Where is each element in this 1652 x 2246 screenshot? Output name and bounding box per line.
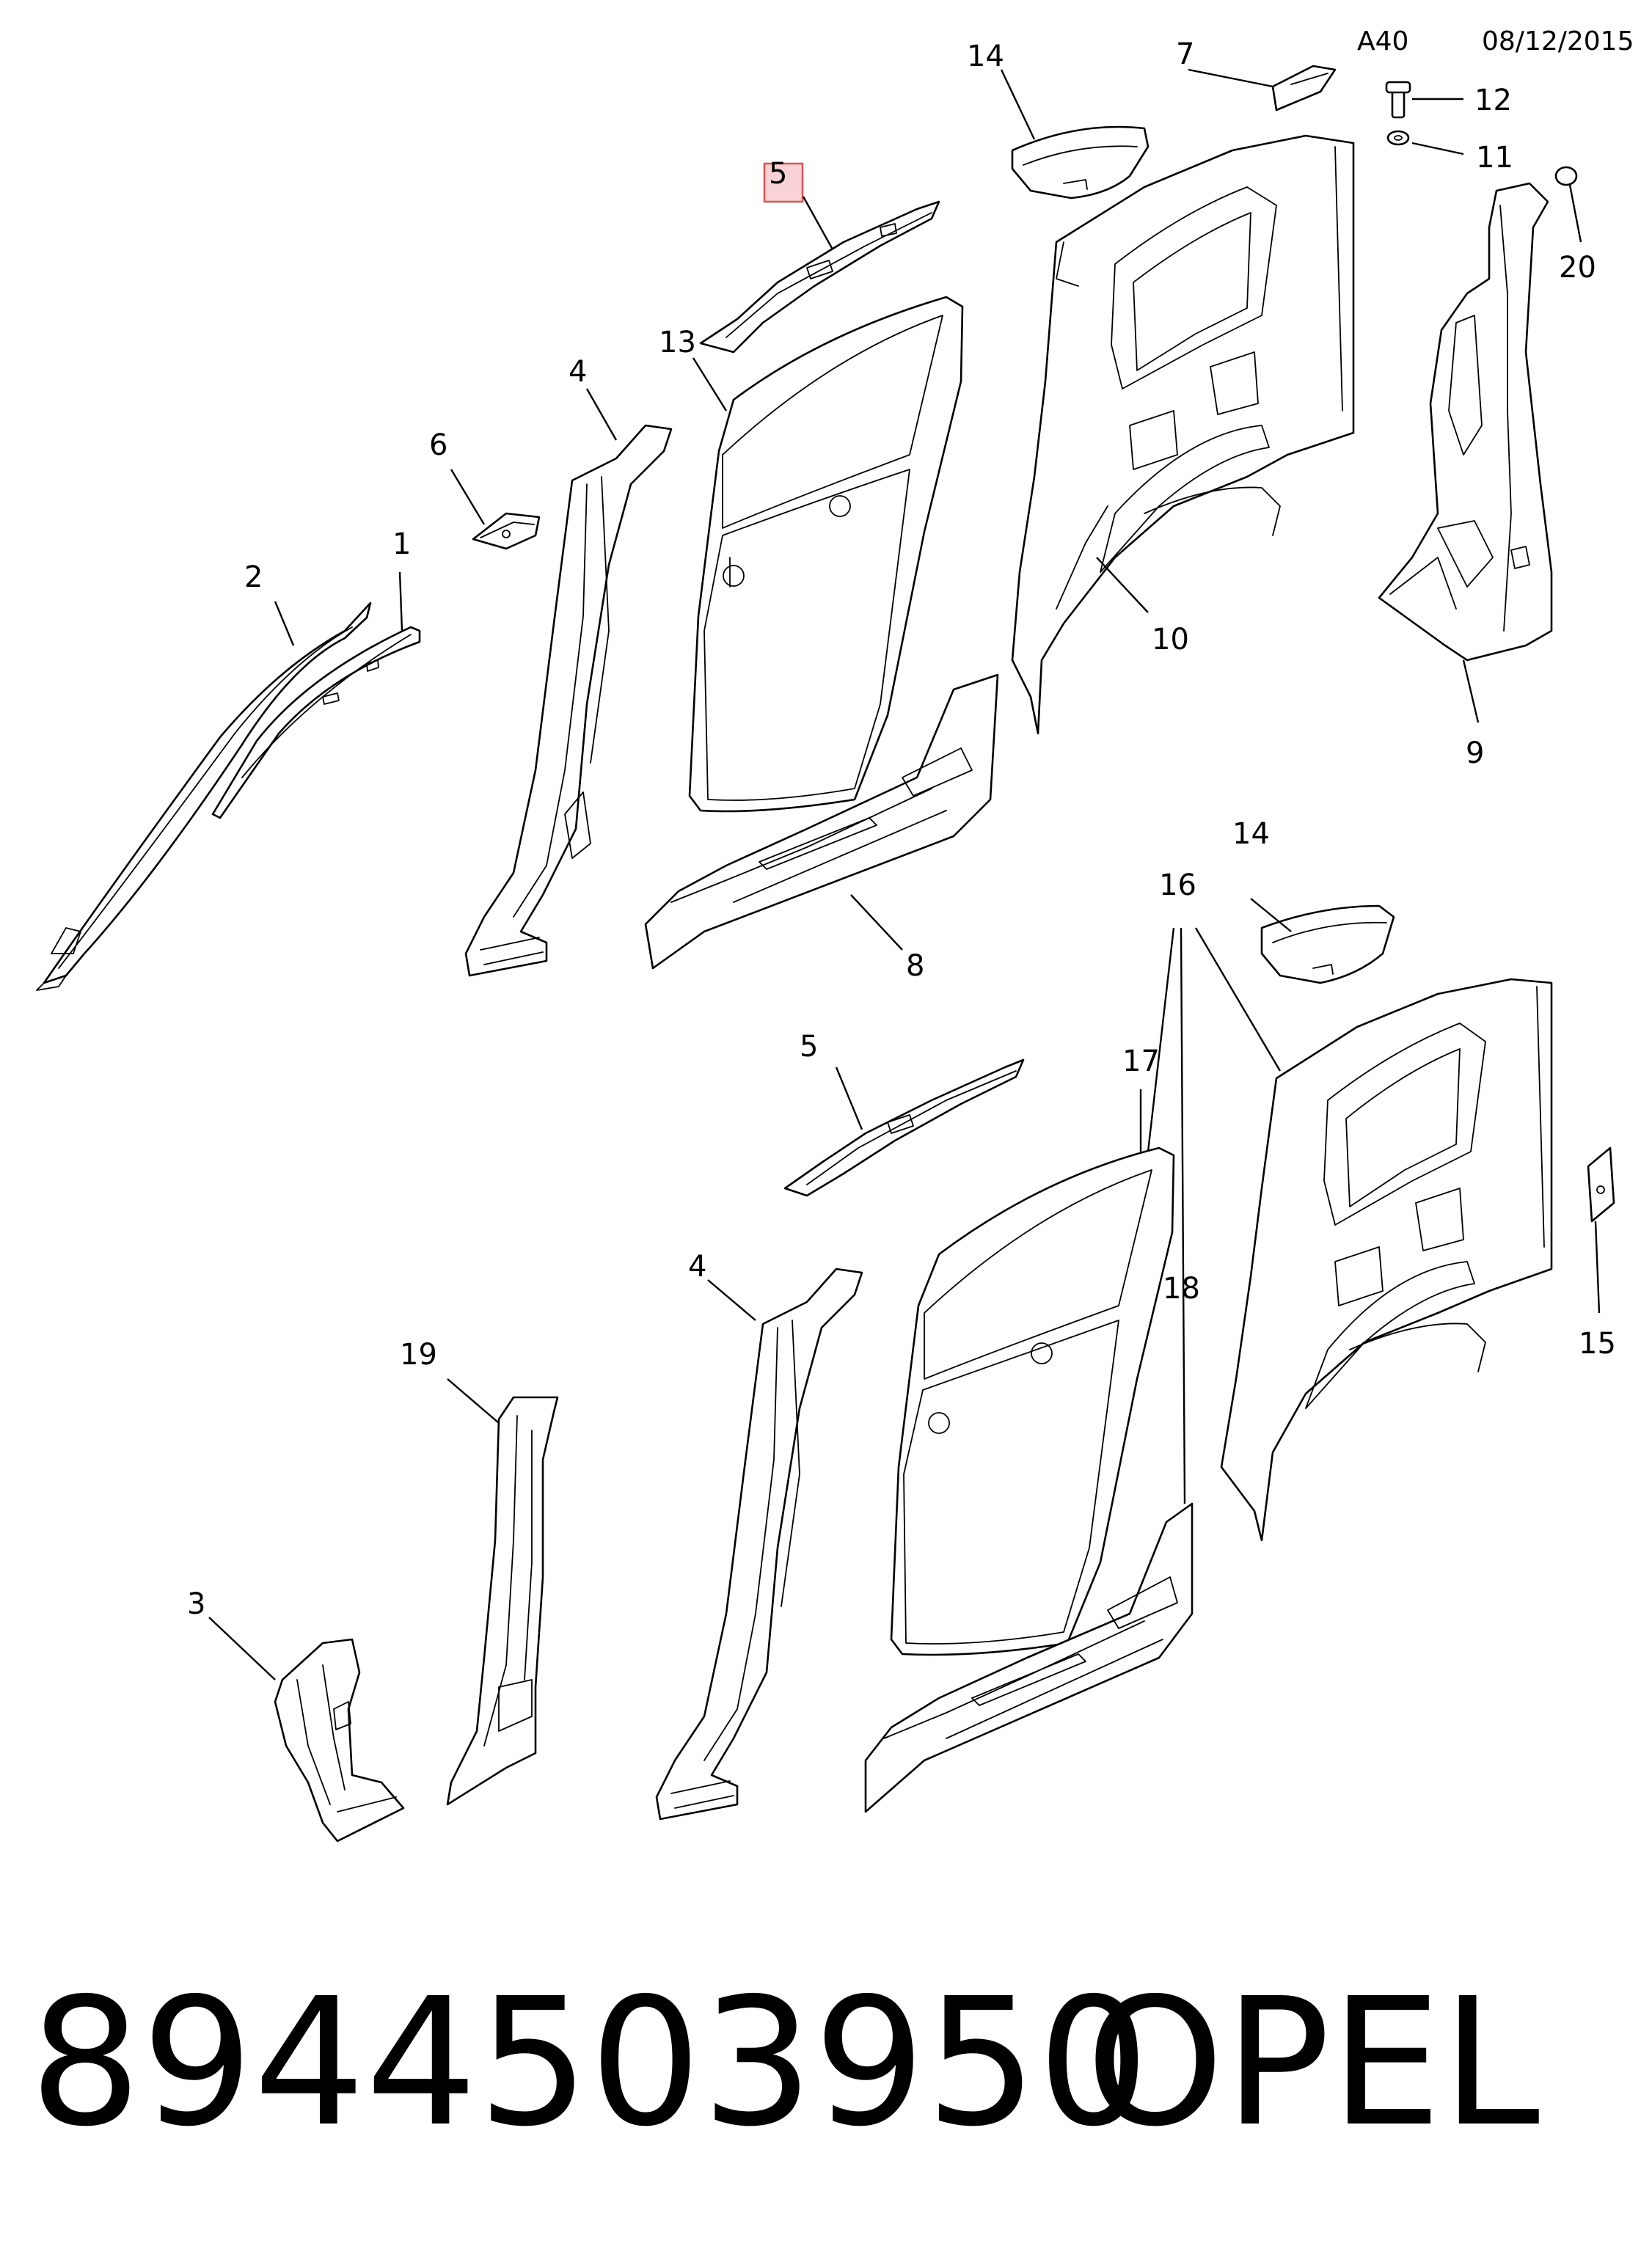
diagram-date: 08/12/2015 — [1482, 26, 1634, 56]
part-18-rocker-panel-lower[interactable] — [864, 1502, 1194, 1813]
part-4-b-pillar-upper[interactable] — [464, 424, 673, 977]
callout-5-bottom: 5 — [800, 1030, 818, 1064]
callout-7: 7 — [1176, 37, 1194, 71]
callout-4-bottom: 4 — [688, 1250, 706, 1284]
part-5-highlight-box — [763, 162, 804, 203]
callout-3: 3 — [187, 1587, 205, 1621]
part-6-bracket[interactable] — [472, 512, 541, 550]
part-5-roof-bow-lower[interactable] — [783, 1058, 1025, 1197]
callout-15: 15 — [1579, 1327, 1616, 1361]
part-9-d-pillar-inner[interactable] — [1378, 182, 1553, 662]
part-12-bolt[interactable] — [1385, 81, 1411, 119]
part-7-bracket[interactable] — [1271, 65, 1337, 111]
part-20-clip[interactable] — [1554, 166, 1578, 186]
callout-4-top: 4 — [569, 355, 587, 389]
part-11-washer[interactable] — [1386, 130, 1410, 146]
part-number: 8944503950 — [29, 1960, 1150, 2165]
callout-14-top: 14 — [967, 40, 1004, 73]
part-19-c-pillar[interactable] — [446, 1396, 559, 1806]
callout-1: 1 — [392, 527, 411, 561]
part-10-side-panel-upper[interactable] — [1011, 134, 1355, 735]
callout-8: 8 — [906, 949, 924, 983]
callout-11: 11 — [1476, 141, 1513, 175]
callout-17: 17 — [1122, 1045, 1160, 1078]
callout-9: 9 — [1466, 736, 1484, 770]
callout-16: 16 — [1159, 868, 1196, 902]
callout-18: 18 — [1163, 1272, 1200, 1306]
part-13-door-frame-upper[interactable] — [688, 296, 964, 813]
part-3-a-pillar-lower[interactable] — [274, 1638, 405, 1843]
part-17-door-frame-lower[interactable] — [890, 1146, 1175, 1656]
part-16-side-panel-lower[interactable] — [1220, 978, 1553, 1542]
callout-14-bottom: 14 — [1232, 817, 1270, 851]
callout-13: 13 — [659, 326, 696, 359]
part-1-roof-rail-inner[interactable] — [211, 626, 421, 819]
callout-19: 19 — [400, 1338, 437, 1372]
part-5-roof-bow-upper[interactable] — [699, 200, 940, 354]
callout-20: 20 — [1559, 251, 1596, 285]
part-14-wheelhouse-upper[interactable] — [1011, 125, 1150, 200]
diagram-code: A40 — [1357, 26, 1408, 56]
callout-2: 2 — [244, 560, 263, 594]
callout-10: 10 — [1152, 623, 1189, 656]
part-2-roof-rail[interactable] — [36, 601, 372, 991]
brand-name: OPEL — [1086, 1960, 1540, 2165]
callout-labels: 5 13 14 7 12 11 20 9 10 8 4 6 1 2 14 16 … — [187, 37, 1616, 1621]
callout-6: 6 — [429, 428, 447, 462]
part-15-plate[interactable] — [1587, 1146, 1615, 1223]
part-8-rocker-panel-upper[interactable] — [644, 673, 999, 970]
leader-lines — [208, 68, 1601, 1680]
part-4-b-pillar-lower[interactable] — [655, 1268, 863, 1821]
part-14-wheelhouse-lower[interactable] — [1260, 904, 1395, 984]
callout-12: 12 — [1474, 84, 1512, 117]
callout-5-top: 5 — [769, 157, 787, 191]
